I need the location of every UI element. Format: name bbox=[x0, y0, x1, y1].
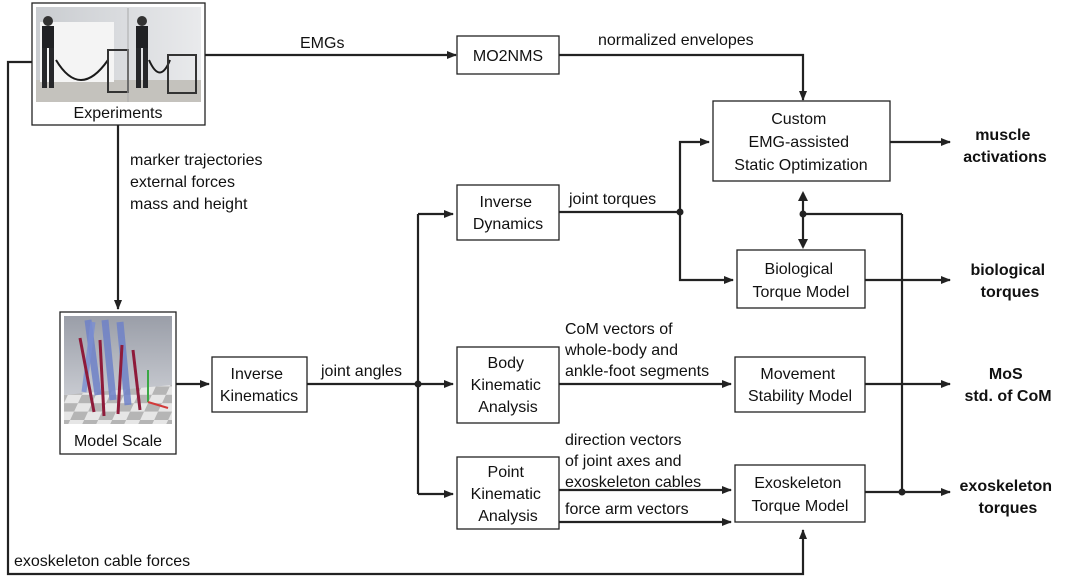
box-exoskeleton-torque-model: Exoskeleton Torque Model bbox=[734, 464, 866, 523]
biological-torques-line-1: biological bbox=[970, 262, 1045, 279]
static-opt-line-2: EMG-assisted bbox=[749, 134, 849, 151]
model-scale-panel: Model Scale bbox=[59, 311, 177, 455]
stability-line-1: Movement bbox=[760, 366, 835, 383]
body-kin-line-1: Body bbox=[488, 355, 524, 372]
box-mo2nms: MO2NMS bbox=[456, 35, 560, 75]
box-point-kinematic-analysis: Point Kinematic Analysis bbox=[456, 456, 560, 530]
com-line-2: whole-body and bbox=[564, 342, 678, 359]
double-arrow-heads bbox=[798, 191, 808, 249]
box-biological-torque-model: Biological Torque Model bbox=[736, 249, 866, 309]
static-opt-line-1: Custom bbox=[771, 111, 826, 128]
model-scale-caption: Model Scale bbox=[74, 433, 162, 450]
com-line-1: CoM vectors of bbox=[565, 321, 673, 338]
stability-line-2: Stability Model bbox=[748, 388, 852, 405]
muscle-activations-line-1: muscle bbox=[975, 127, 1030, 144]
svg-text:Exoskeleton Torque Model: Exoskeleton Torque Model bbox=[752, 475, 849, 515]
exo-torques-line-1: exoskeleton bbox=[960, 478, 1052, 495]
experiments-photo bbox=[36, 7, 201, 102]
svg-text:Custom EMG-assisted: Custom EMG-assisted Static Optimization bbox=[734, 111, 867, 174]
muscle-activations-line-2: activations bbox=[963, 149, 1047, 166]
label-com-vectors: CoM vectors of whole-body and ankle-foot… bbox=[564, 321, 709, 380]
scale-input-3: mass and height bbox=[130, 196, 248, 213]
output-biological-torques: biological torques bbox=[970, 262, 1049, 301]
label-force-arm: force arm vectors bbox=[565, 501, 689, 518]
point-kin-line-3: Analysis bbox=[478, 508, 538, 525]
svg-text:Point Kinematic An: Point Kinematic Analysis bbox=[471, 464, 546, 525]
label-joint-angles: joint angles bbox=[320, 363, 402, 380]
biological-torques-line-2: torques bbox=[981, 284, 1040, 301]
static-opt-line-3: Static Optimization bbox=[734, 157, 867, 174]
label-scale-inputs: marker trajectories external forces mass… bbox=[130, 152, 267, 213]
experiments-panel: Experiments bbox=[31, 2, 206, 126]
box-movement-stability-model: Movement Stability Model bbox=[734, 356, 866, 413]
label-emgs: EMGs bbox=[300, 35, 344, 52]
label-joint-torques: joint torques bbox=[568, 191, 656, 208]
svg-text:Inverse Kinematics: Inverse Kinematics bbox=[220, 366, 298, 405]
svg-text:Inverse Dynamics: Inverse Dynamics bbox=[473, 194, 543, 233]
label-direction-vectors: direction vectors of joint axes and exos… bbox=[565, 432, 701, 491]
output-mos: MoS std. of CoM bbox=[964, 366, 1051, 405]
output-muscle-activations: muscle activations bbox=[963, 127, 1047, 166]
point-kin-line-1: Point bbox=[488, 464, 525, 481]
output-exoskeleton-torques: exoskeleton torques bbox=[960, 478, 1057, 517]
box-inverse-dynamics: Inverse Dynamics bbox=[456, 184, 560, 241]
body-kin-line-2: Kinematic bbox=[471, 377, 541, 394]
svg-text:Body Kinematic Ana: Body Kinematic Analysis bbox=[471, 355, 546, 416]
body-kin-line-3: Analysis bbox=[478, 399, 538, 416]
inverse-dynamics-line-2: Dynamics bbox=[473, 216, 543, 233]
scale-input-2: external forces bbox=[130, 174, 235, 191]
exo-torque-line-2: Torque Model bbox=[752, 498, 849, 515]
label-normalized-envelopes: normalized envelopes bbox=[598, 32, 754, 49]
mos-line-2: std. of CoM bbox=[964, 388, 1051, 405]
point-kin-line-2: Kinematic bbox=[471, 486, 541, 503]
box-static-optimization: Custom EMG-assisted Static Optimization bbox=[712, 100, 891, 182]
bio-torque-line-2: Torque Model bbox=[753, 284, 850, 301]
mos-line-1: MoS bbox=[989, 366, 1023, 383]
connectors bbox=[6, 51, 951, 576]
box-body-kinematic-analysis: Body Kinematic Analysis bbox=[456, 346, 560, 424]
box-inverse-kinematics: Inverse Kinematics bbox=[211, 356, 308, 413]
label-cable-forces: exoskeleton cable forces bbox=[14, 553, 190, 570]
inverse-kinematics-line-1: Inverse bbox=[231, 366, 284, 383]
mo2nms-label: MO2NMS bbox=[473, 48, 543, 65]
inverse-kinematics-line-2: Kinematics bbox=[220, 388, 298, 405]
inverse-dynamics-line-1: Inverse bbox=[480, 194, 533, 211]
direction-line-3: exoskeleton cables bbox=[565, 474, 701, 491]
direction-line-2: of joint axes and bbox=[565, 453, 682, 470]
bio-torque-line-1: Biological bbox=[765, 261, 833, 278]
com-line-3: ankle-foot segments bbox=[565, 363, 709, 380]
model-scale-render bbox=[64, 316, 172, 424]
scale-input-1: marker trajectories bbox=[130, 152, 262, 169]
exo-torques-line-2: torques bbox=[979, 500, 1038, 517]
svg-text:Biological Torque Model: Biological Torque Model bbox=[753, 261, 850, 301]
junction-dots bbox=[414, 208, 906, 496]
svg-text:MO2NMS: MO2NMS bbox=[473, 48, 543, 65]
direction-line-1: direction vectors bbox=[565, 432, 682, 449]
svg-text:Movement Stability Model: Movement Stability Model bbox=[748, 366, 852, 405]
exo-torque-line-1: Exoskeleton bbox=[754, 475, 841, 492]
experiments-caption: Experiments bbox=[74, 105, 163, 122]
